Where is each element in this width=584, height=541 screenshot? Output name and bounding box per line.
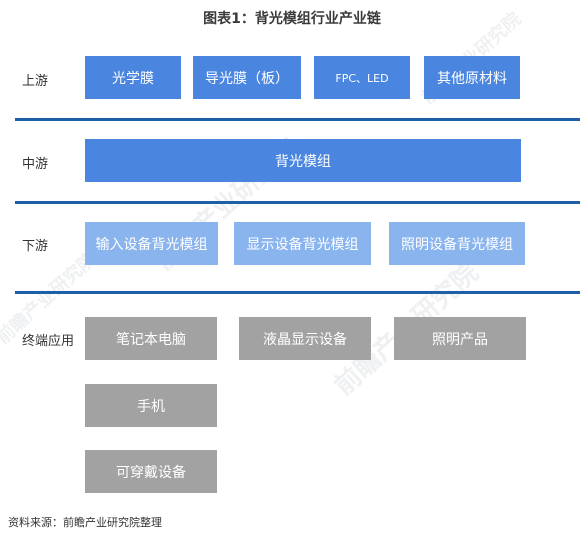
upstream-node: FPC、LED bbox=[314, 56, 410, 99]
layer-label-applications: 终端应用 bbox=[22, 334, 75, 349]
divider bbox=[15, 201, 580, 204]
divider bbox=[15, 291, 580, 294]
midstream-node: 背光模组 bbox=[85, 139, 521, 182]
downstream-node: 照明设备背光模组 bbox=[389, 222, 525, 265]
source-note: 资料来源：前瞻产业研究院整理 bbox=[8, 516, 162, 529]
divider bbox=[15, 118, 580, 121]
chart-title: 图表1：背光模组行业产业链 bbox=[203, 11, 381, 27]
application-node: 手机 bbox=[85, 384, 217, 427]
upstream-node: 其他原材料 bbox=[424, 56, 520, 99]
application-node: 可穿戴设备 bbox=[85, 450, 217, 493]
application-node: 液晶显示设备 bbox=[239, 317, 371, 360]
application-node: 照明产品 bbox=[394, 317, 526, 360]
downstream-node: 显示设备背光模组 bbox=[234, 222, 371, 265]
layer-label-midstream: 中游 bbox=[22, 157, 49, 172]
layer-label-downstream: 下游 bbox=[22, 239, 49, 254]
upstream-node: 导光膜（板） bbox=[193, 56, 301, 99]
application-node: 笔记本电脑 bbox=[85, 317, 217, 360]
downstream-node: 输入设备背光模组 bbox=[85, 222, 218, 265]
upstream-node: 光学膜 bbox=[85, 56, 181, 99]
layer-label-upstream: 上游 bbox=[22, 74, 49, 89]
